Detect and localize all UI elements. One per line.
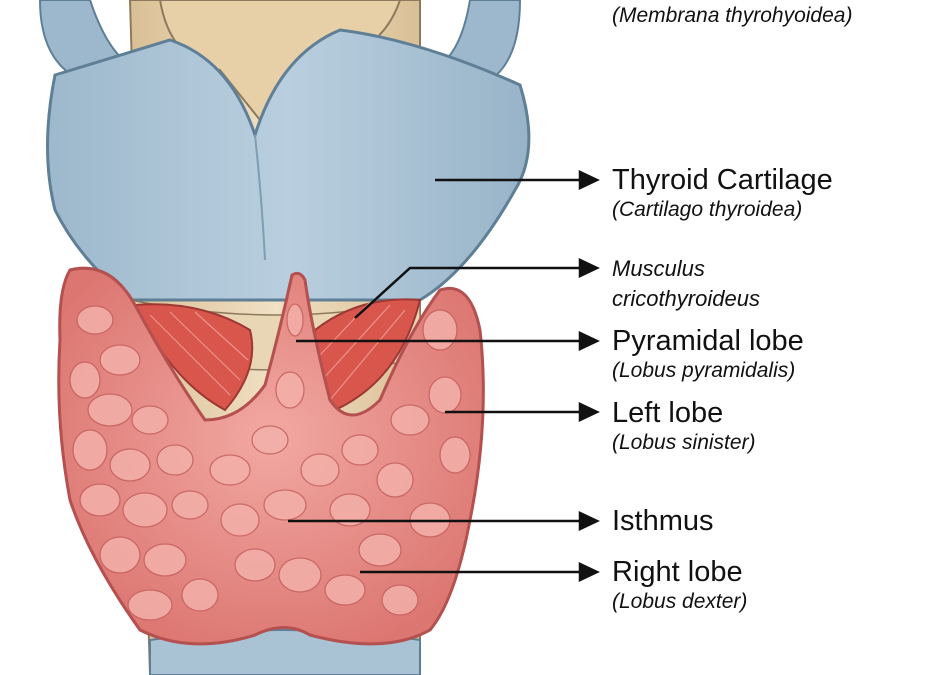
arrowhead-cricothyroid xyxy=(578,258,600,278)
label-isthmus: Isthmus xyxy=(612,505,714,537)
label-left-lobe-name: Left lobe xyxy=(612,397,724,429)
label-thyrohyoid-membrane-latin: (Membrana thyrohyoidea) xyxy=(612,4,853,27)
label-pyramidal-lobe-latin: (Lobus pyramidalis) xyxy=(612,359,796,382)
label-thyroid-cartilage: Thyroid Cartilage (Cartilago thyroidea) xyxy=(612,164,833,223)
leader-lines xyxy=(288,170,600,582)
label-pyramidal-lobe-name: Pyramidal lobe xyxy=(612,325,804,357)
label-thyrohyoid-membrane: (Membrana thyrohyoidea) xyxy=(612,2,852,29)
label-cricothyroid-line2: cricothyroideus xyxy=(612,286,760,311)
label-right-lobe-latin: (Lobus dexter) xyxy=(612,590,748,613)
leader-line-cricothyroid xyxy=(354,266,582,319)
label-cricothyroid-muscle: Musculus cricothyroideus xyxy=(612,254,760,314)
label-right-lobe-name: Right lobe xyxy=(612,556,743,588)
label-cricothyroid-line1: Musculus xyxy=(612,256,705,281)
label-isthmus-name: Isthmus xyxy=(612,505,714,537)
thyroid-notch-line xyxy=(254,134,266,261)
label-thyroid-cartilage-name: Thyroid Cartilage xyxy=(612,164,833,196)
label-thyroid-cartilage-latin: (Cartilago thyroidea) xyxy=(612,198,803,221)
arrowhead-isthmus xyxy=(578,511,600,531)
arrowhead-right-lobe xyxy=(578,562,600,582)
arrowhead-left-lobe xyxy=(578,402,600,422)
cricothyroid-muscle-left xyxy=(133,303,254,412)
label-right-lobe: Right lobe (Lobus dexter) xyxy=(612,556,747,615)
arrowhead-thyroid-cartilage xyxy=(578,170,600,190)
thyroid-cartilage xyxy=(46,28,531,302)
arrowhead-pyramidal xyxy=(578,331,600,351)
label-pyramidal-lobe: Pyramidal lobe (Lobus pyramidalis) xyxy=(612,325,804,384)
label-left-lobe: Left lobe (Lobus sinister) xyxy=(612,397,756,456)
label-left-lobe-latin: (Lobus sinister) xyxy=(612,431,756,454)
